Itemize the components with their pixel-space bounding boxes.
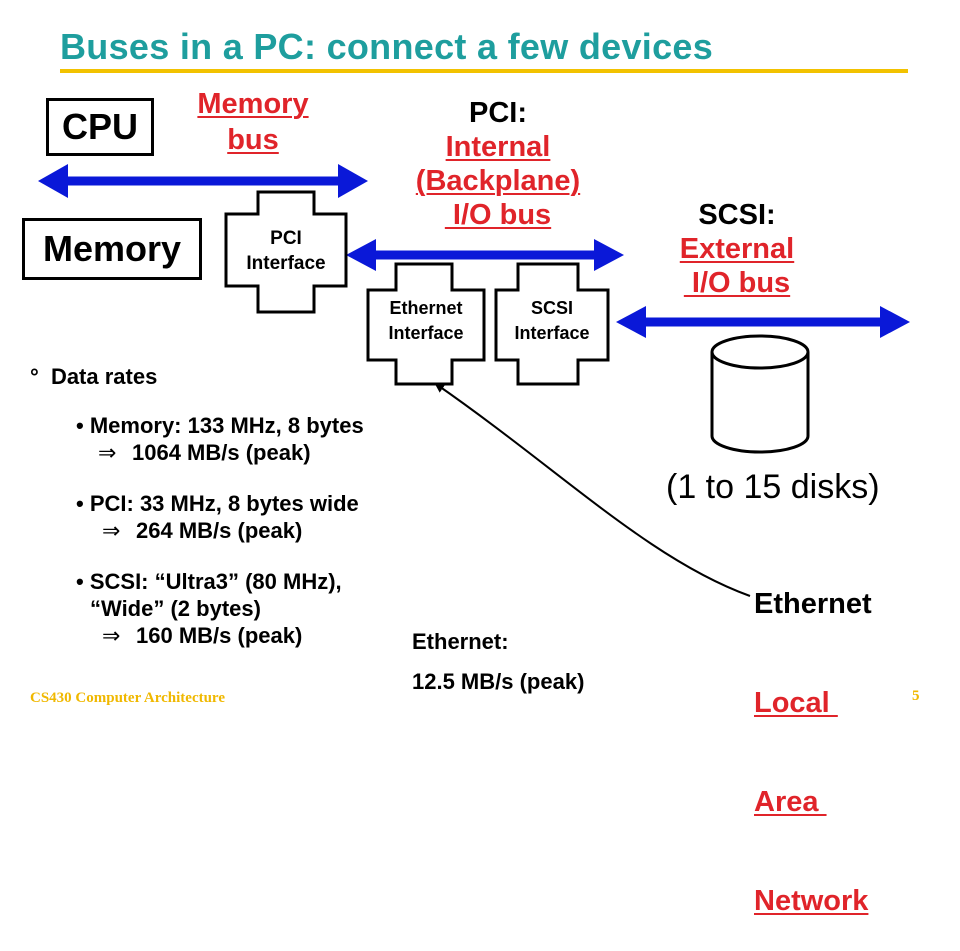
- scsi-rate-line1: SCSI: “Ultra3” (80 MHz),: [89, 569, 342, 594]
- scsi-heading: SCSI:: [698, 199, 776, 231]
- footer-course: CS430 Computer Architecture: [30, 690, 225, 706]
- scsi-line1: External: [679, 233, 795, 265]
- ethernet-interface-label: Ethernet Interface: [364, 296, 488, 346]
- ethernet-interface-line1: Ethernet: [389, 298, 463, 318]
- disk-icon: [710, 334, 810, 454]
- cpu-label: CPU: [61, 106, 138, 147]
- scsi-rate-line3: 160 MB/s (peak): [136, 623, 303, 648]
- scsi-interface-label: SCSI Interface: [494, 296, 610, 346]
- data-rates-title: Data rates: [50, 364, 158, 389]
- scsi-interface-shape: [494, 262, 610, 386]
- pci-interface-label: PCI Interface: [226, 226, 346, 276]
- disks-label: (1 to 15 disks): [666, 468, 880, 506]
- scsi-line2: I/O bus: [683, 267, 791, 299]
- memory-bus-arrow: [38, 164, 368, 198]
- pci-bus-arrow: [346, 239, 624, 271]
- data-rates-heading: ° Data rates: [30, 364, 157, 390]
- degree-bullet: °: [30, 364, 39, 389]
- memory-bus-line2: bus: [227, 124, 279, 156]
- memory-bus-label: Memory bus: [168, 86, 338, 158]
- pci-interface-shape: [224, 190, 348, 314]
- title-underline: [60, 69, 908, 73]
- lan-line2: Area: [754, 786, 827, 818]
- pci-line2: (Backplane): [415, 165, 581, 197]
- scsi-bus-label: SCSI: External I/O bus: [650, 198, 824, 300]
- scsi-rate-item: • SCSI: “Ultra3” (80 MHz), “Wide” (2 byt…: [76, 569, 342, 649]
- lan-line3: Network: [754, 885, 869, 917]
- ethernet-lan-connector: [434, 382, 751, 597]
- memory-rate-line1: Memory: 133 MHz, 8 bytes: [89, 413, 364, 438]
- pci-line3: I/O bus: [444, 199, 552, 231]
- scsi-interface-line1: SCSI: [530, 298, 573, 318]
- ethernet-lan-label: Ethernet Local Area Network: [754, 522, 872, 951]
- pci-interface-line1: PCI: [270, 228, 302, 249]
- pci-rate-line2: 264 MB/s (peak): [136, 518, 303, 543]
- ethernet-rate-line2: 12.5 MB/s (peak): [412, 669, 585, 694]
- memory-box: Memory: [22, 218, 202, 280]
- ethernet-rate-line1: Ethernet:: [412, 629, 509, 654]
- pci-rate-line1: PCI: 33 MHz, 8 bytes wide: [89, 491, 359, 516]
- implies-icon: ⇒: [98, 441, 117, 466]
- scsi-bus-arrow: [616, 306, 910, 338]
- bus-diagram: [38, 164, 910, 597]
- memory-bus-line1: Memory: [197, 88, 309, 120]
- implies-icon: ⇒: [102, 519, 121, 544]
- pci-bus-label: PCI: Internal (Backplane) I/O bus: [380, 96, 616, 232]
- scsi-interface-line2: Interface: [514, 323, 590, 343]
- pci-line1: Internal: [445, 131, 551, 163]
- pci-interface-line2: Interface: [246, 253, 326, 274]
- implies-icon: ⇒: [102, 624, 121, 649]
- lan-heading: Ethernet: [754, 588, 872, 620]
- scsi-rate-line2: “Wide” (2 bytes): [90, 596, 261, 621]
- page-title: Buses in a PC: connect a few devices: [60, 26, 714, 67]
- cpu-box: CPU: [46, 98, 154, 156]
- memory-rate-line2: 1064 MB/s (peak): [132, 440, 311, 465]
- memory-label: Memory: [42, 228, 182, 269]
- ethernet-rate-item: Ethernet: 12.5 MB/s (peak): [412, 622, 584, 702]
- ethernet-interface-shape: [366, 262, 486, 386]
- memory-rate-item: • Memory: 133 MHz, 8 bytes ⇒1064 MB/s (p…: [76, 413, 364, 466]
- lan-line1: Local: [754, 687, 838, 719]
- pci-heading: PCI:: [469, 97, 527, 129]
- footer-page-number: 5: [912, 688, 920, 704]
- pci-rate-item: • PCI: 33 MHz, 8 bytes wide ⇒264 MB/s (p…: [76, 491, 359, 544]
- ethernet-interface-line2: Interface: [388, 323, 464, 343]
